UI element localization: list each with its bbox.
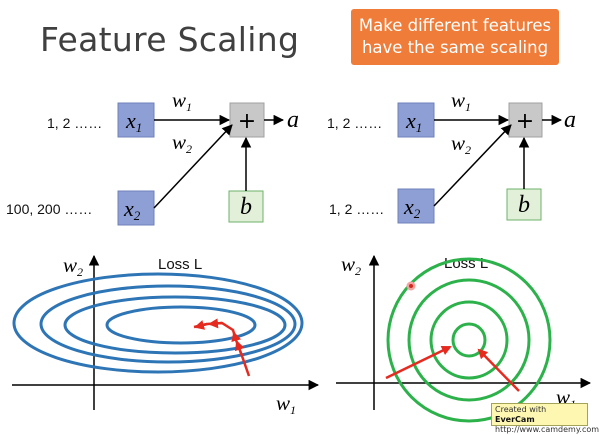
- right-bias-label: b: [518, 192, 530, 218]
- left-contour-2: [39, 284, 297, 364]
- left-input2-values: 100, 200 ……: [6, 201, 92, 217]
- watermark-url: http://www.camdemy.com: [495, 425, 600, 434]
- left-x2-node: [117, 190, 155, 226]
- right-descent-arrow-1: [385, 345, 452, 380]
- watermark-brand: EverCam: [495, 415, 535, 424]
- left-descent-step-2: [231, 331, 242, 343]
- callout-line-1: Make different features: [358, 16, 552, 35]
- right-bias-node: [506, 188, 542, 221]
- right-w2-label: w2: [451, 131, 471, 157]
- right-w1-label: w1: [451, 88, 471, 114]
- left-network: 1, 2 …… 100, 200 …… x1 x2 + b a w1 w2: [6, 88, 299, 226]
- right-plot-y-label: w2: [341, 252, 361, 278]
- right-x2-node: [397, 188, 435, 224]
- left-loss-plot: w2 w1 Loss L: [12, 253, 320, 417]
- left-w2-label: w2: [172, 130, 192, 156]
- right-input2-values: 1, 2 ……: [329, 201, 384, 217]
- callout-line-2: have the same scaling: [361, 38, 549, 57]
- right-contour-4: [451, 322, 487, 358]
- left-contour-1: [12, 272, 304, 374]
- left-descent-step-3: [208, 318, 223, 329]
- left-plot-loss-label: Loss L: [158, 256, 202, 273]
- left-descent-step-1: [234, 340, 245, 357]
- evercam-watermark: Created with EverCam http://www.camdemy.…: [491, 403, 599, 434]
- left-input1-values: 1, 2 ……: [47, 115, 102, 131]
- right-contour-3: [429, 300, 509, 380]
- right-contour-1: [386, 257, 552, 423]
- left-descent-step-4: [194, 320, 208, 330]
- left-w1-label: w1: [172, 88, 192, 114]
- left-sum-symbol: +: [238, 109, 256, 134]
- left-bias-node: [228, 190, 264, 223]
- page-title: Feature Scaling: [40, 20, 300, 59]
- right-loss-plot: w2 w1 Loss L: [336, 252, 592, 423]
- cursor-dot-center: [409, 284, 413, 288]
- left-contour-4: [105, 305, 257, 345]
- right-input1-values: 1, 2 ……: [327, 115, 382, 131]
- right-descent-arrow-2: [477, 348, 520, 392]
- right-x1-label: x1: [405, 108, 422, 135]
- right-network: 1, 2 …… 1, 2 …… x1 x2 + b a w1 w2: [327, 88, 576, 224]
- right-output-label: a: [564, 107, 576, 133]
- right-plot-loss-label: Loss L: [444, 255, 488, 272]
- left-output-label: a: [287, 107, 299, 133]
- right-x1-node: [397, 102, 435, 138]
- left-x2-label: x2: [123, 196, 141, 223]
- left-plot-y-label: w2: [63, 253, 83, 279]
- right-contour-2: [407, 278, 531, 402]
- left-x1-label: x1: [125, 108, 142, 135]
- watermark-prefix: Created with: [495, 405, 547, 414]
- left-contour-3: [63, 295, 287, 355]
- left-bias-label: b: [240, 194, 252, 220]
- right-x2-label: x2: [403, 194, 421, 221]
- feature-scaling-callout: Make different features have the same sc…: [351, 9, 559, 65]
- left-edge-x2-sum: [153, 124, 233, 209]
- right-edge-x2-sum: [433, 124, 512, 207]
- left-plot-x-label: w1: [276, 391, 296, 417]
- right-sum-symbol: +: [516, 109, 534, 134]
